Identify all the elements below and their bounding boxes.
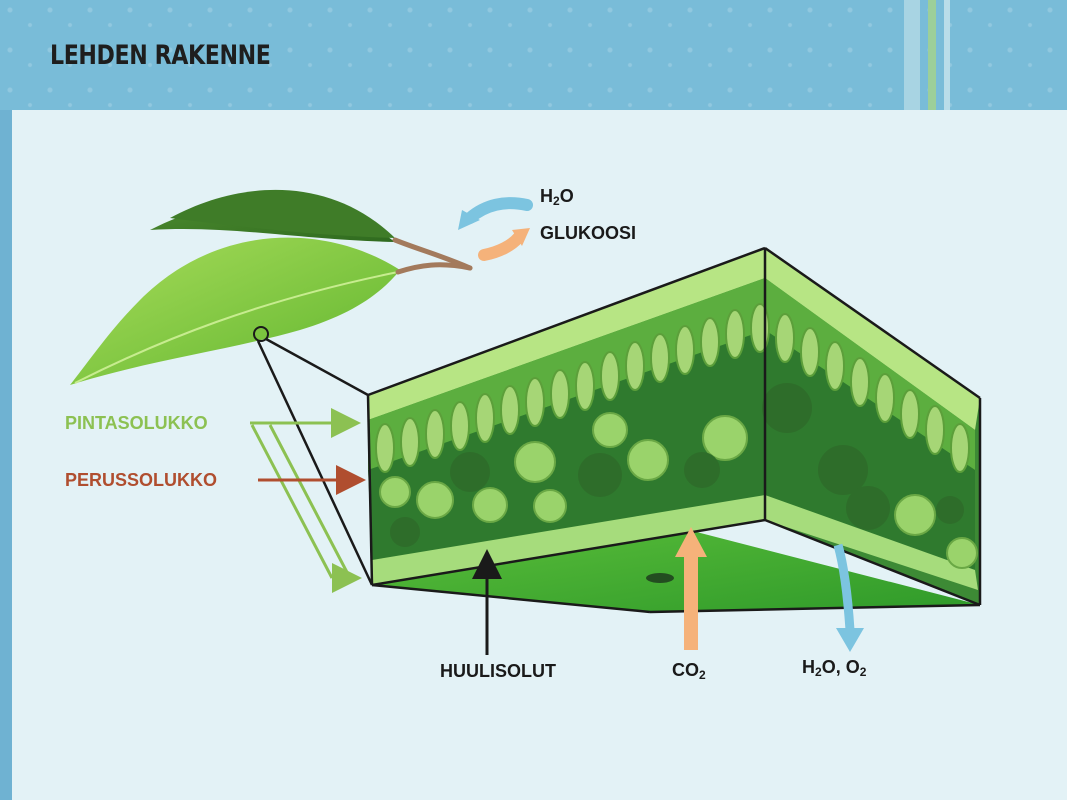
page-title: LEHDEN RAKENNE [50,40,271,71]
leaf-cross-section [366,246,982,614]
water-in-arrow [458,197,533,230]
deco-bar [904,0,920,110]
co2-label-main: CO [672,660,699,680]
water-label-h: H [540,186,553,206]
water-oxygen-label: H2O, O2 [802,657,866,679]
header-pattern [0,0,1067,110]
epidermis-label: PINTASOLUKKO [65,413,208,433]
spongy-cells [379,412,978,569]
deco-bar [928,0,936,110]
epidermis-arrows [250,408,362,593]
water-oxygen-sub1: 2 [815,665,822,679]
co2-arrow [675,527,707,650]
header-banner [0,0,1067,110]
water-oxygen-mid: O, O [821,657,860,677]
deco-bar [944,0,950,110]
leaf-illustration [70,189,473,586]
water-label-sub: 2 [553,194,560,208]
co2-label: CO2 [672,660,706,682]
parenchyma-label: PERUSSOLUKKO [65,470,218,490]
water-oxygen-sub2: 2 [859,665,867,679]
side-stripe [0,110,12,800]
water-label: H2O [540,186,574,208]
glucose-out-arrow [478,228,530,261]
guard-cells-label: HUULISOLUT [440,661,556,681]
water-label-o: O [559,186,574,206]
glucose-label: GLUKOOSI [540,223,637,243]
dark-cells [390,383,964,547]
co2-label-sub: 2 [699,668,706,682]
water-oxygen-h: H [802,657,815,677]
header-decoration [904,0,964,110]
palisade-cells [375,303,970,473]
water-oxygen-arrow [833,543,864,652]
